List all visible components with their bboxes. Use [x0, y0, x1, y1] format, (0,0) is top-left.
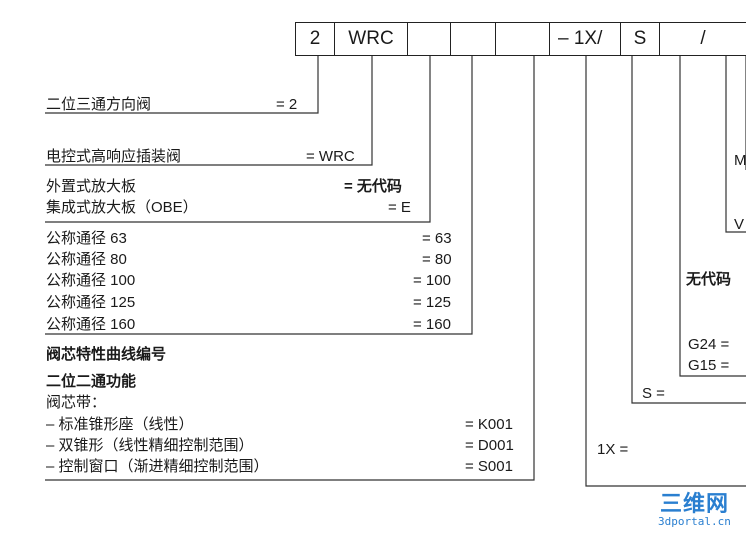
spool-with: 阀芯带： — [46, 394, 107, 411]
entry-wrc-value: = WRC — [306, 148, 355, 165]
watermark-logo: 三维网 — [660, 492, 730, 517]
slash-separator-a: / — [597, 28, 603, 49]
size-80-value: = 80 — [422, 251, 452, 268]
label-g15: G15 = — [688, 357, 730, 374]
entry-wrc-label: 电控式高响应插装阀 — [46, 148, 182, 165]
label-1x-eq: 1X = — [597, 441, 629, 458]
label-no-code: 无代码 — [686, 271, 732, 288]
size-125-value: = 125 — [413, 294, 451, 311]
code-box-2-text: WRC — [348, 28, 394, 49]
line-2 — [45, 56, 319, 114]
entry-ext-amp-value: = 无代码 — [344, 178, 402, 195]
entry-ext-amp-label: 外置式放大板 — [46, 178, 137, 195]
entry-2-label: 二位三通方向阀 — [46, 96, 152, 113]
code-box-8: / — [659, 22, 746, 56]
label-v: V — [734, 216, 745, 233]
spool-d001-value: = D001 — [465, 437, 514, 454]
size-80-label: 公称通径 80 — [46, 251, 127, 268]
spool-s001-value: = S001 — [465, 458, 513, 475]
spool-k001-label: – 标准锥形座（线性） — [46, 416, 194, 433]
spool-k001-value: = K001 — [465, 416, 513, 433]
line-g — [679, 56, 746, 377]
code-box-7-text: S — [633, 28, 647, 49]
entry-2-value: = 2 — [276, 96, 298, 113]
label-g24: G24 = — [688, 336, 730, 353]
line-spool — [45, 56, 535, 481]
size-160-label: 公称通径 160 — [46, 316, 136, 333]
spool-s001-label: – 控制窗口（渐进精细控制范围） — [46, 458, 269, 475]
code-box-5 — [495, 22, 550, 56]
code-box-4 — [450, 22, 496, 56]
line-mv — [725, 56, 746, 233]
code-box-6-text: 1X — [573, 28, 598, 49]
watermark-url: 3dportal.cn — [658, 515, 731, 528]
label-s-eq: S = — [642, 385, 665, 402]
function-title: 二位二通功能 — [46, 373, 137, 390]
code-box-1-text: 2 — [309, 28, 321, 49]
slash-separator-b: / — [700, 28, 706, 49]
size-63-value: = 63 — [422, 230, 452, 247]
size-63-label: 公称通径 63 — [46, 230, 127, 247]
entry-obe-value: = E — [388, 199, 411, 216]
spool-d001-label: – 双锥形（线性精细控制范围） — [46, 437, 254, 454]
code-box-6: – 1X/ — [549, 22, 621, 56]
size-100-value: = 100 — [413, 272, 451, 289]
code-box-2: WRC — [334, 22, 408, 56]
line-wrc — [45, 56, 373, 166]
size-125-label: 公称通径 125 — [46, 294, 136, 311]
code-box-1: 2 — [295, 22, 335, 56]
size-160-value: = 160 — [413, 316, 451, 333]
dash-separator: – — [558, 28, 569, 49]
code-box-7: S — [620, 22, 660, 56]
size-100-label: 公称通径 100 — [46, 272, 136, 289]
line-size — [45, 56, 473, 335]
entry-obe-label: 集成式放大板（OBE） — [46, 199, 198, 216]
spool-title: 阀芯特性曲线编号 — [46, 346, 167, 363]
label-m: M — [734, 152, 746, 169]
line-amp — [45, 56, 431, 223]
line-1x — [585, 56, 746, 487]
line-s — [631, 56, 746, 404]
code-box-3 — [407, 22, 451, 56]
